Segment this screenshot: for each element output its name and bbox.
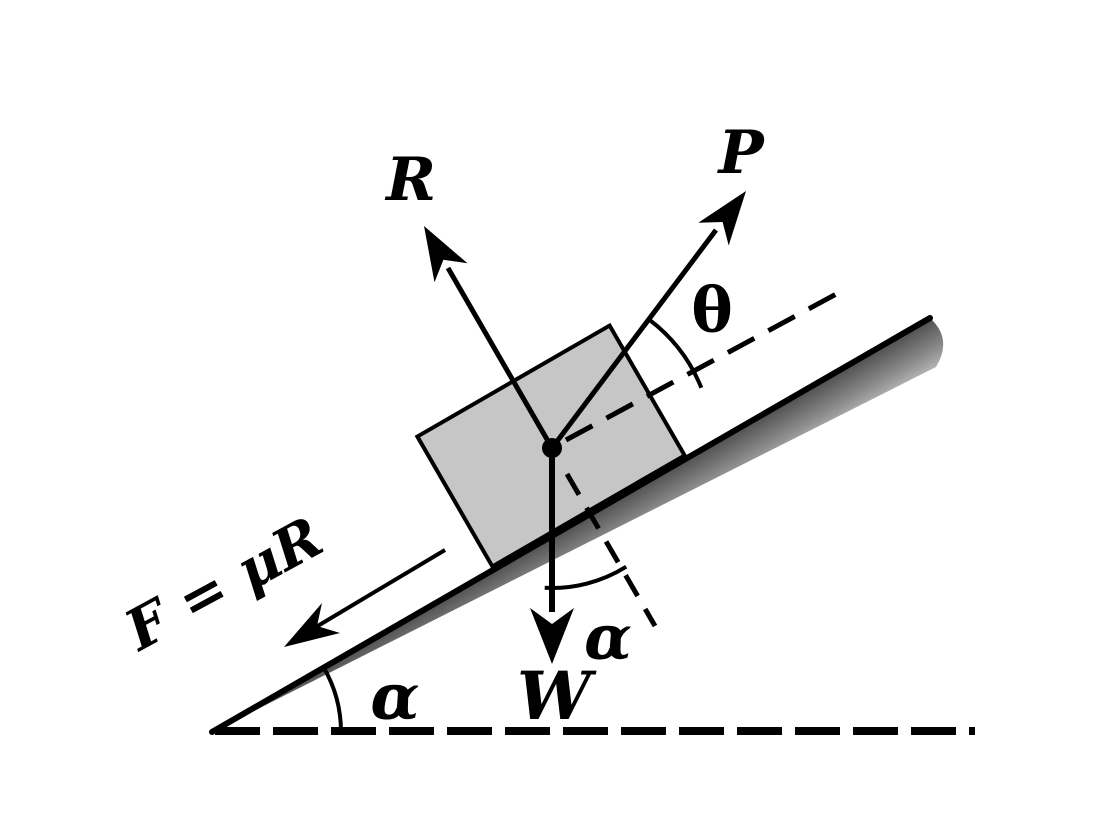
- normal-force-arrow: [424, 226, 555, 450]
- alpha-weight-label: α: [584, 601, 632, 674]
- incline-angle-arc: [321, 666, 343, 733]
- friction-arrow-shaft: [314, 548, 447, 629]
- incline-parallel-dashed-line: [564, 289, 842, 443]
- alpha-weight-arc: [544, 565, 628, 590]
- theta-arc: [647, 317, 704, 389]
- applied-force-shaft: [550, 228, 718, 450]
- applied-force-label: P: [716, 118, 765, 188]
- friction-arrow: [284, 548, 447, 647]
- applied-force-arrowhead: [698, 191, 746, 246]
- alpha-incline-label: α: [370, 660, 419, 735]
- theta-label: θ: [691, 274, 732, 347]
- normal-force-label: R: [384, 145, 436, 215]
- normal-force-shaft: [445, 266, 555, 450]
- friction-arrowhead: [284, 603, 340, 647]
- incline-top-edge: [209, 315, 933, 735]
- weight-label: W: [517, 657, 597, 735]
- weight-arrow: [530, 448, 574, 664]
- weight-arrowhead: [530, 608, 574, 664]
- normal-force-arrowhead: [424, 226, 468, 283]
- incline-normal-dashed-line: [564, 472, 658, 628]
- center-point: [542, 438, 562, 458]
- applied-force-arrow: [550, 191, 746, 450]
